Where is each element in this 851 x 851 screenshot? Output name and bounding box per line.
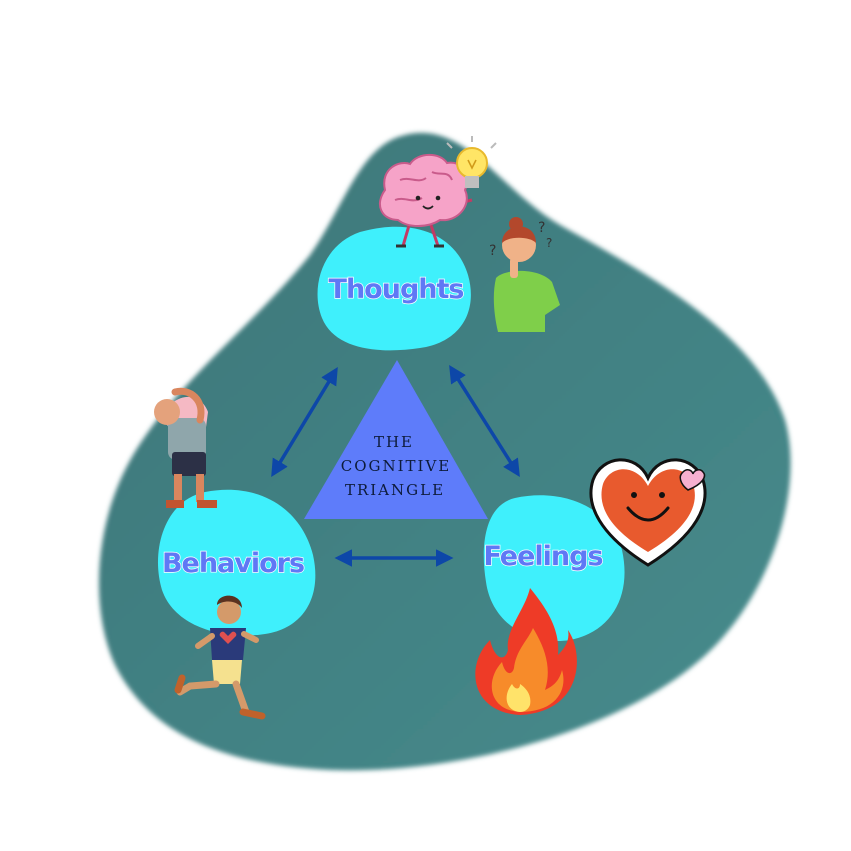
- running-person-icon: [174, 595, 266, 720]
- stretching-person-icon: [154, 387, 217, 508]
- center-triangle: [304, 360, 488, 519]
- arrow-thoughts-feelings: [449, 365, 520, 477]
- thoughts-label: Thoughts: [329, 274, 464, 305]
- brain-icon: [379, 153, 473, 248]
- fire-icon: [475, 588, 577, 715]
- lightbulb-icon: [446, 136, 497, 188]
- center-title-line-1: THE: [374, 433, 414, 451]
- smiling-heart-icon: [589, 458, 707, 567]
- feelings-node: [483, 495, 625, 642]
- svg-text:?: ?: [489, 243, 496, 259]
- behaviors-label: Behaviors: [162, 548, 304, 579]
- svg-text:?: ?: [538, 220, 545, 236]
- arrow-thoughts-behaviors: [271, 367, 338, 477]
- center-title-line-3: TRIANGLE: [345, 481, 445, 499]
- behaviors-node: [157, 489, 316, 636]
- thinking-person-icon: ? ? ?: [489, 217, 560, 332]
- center-title-line-2: COGNITIVE: [341, 457, 452, 475]
- feelings-label: Feelings: [483, 541, 602, 572]
- svg-text:?: ?: [546, 236, 552, 250]
- thoughts-node: [317, 226, 471, 351]
